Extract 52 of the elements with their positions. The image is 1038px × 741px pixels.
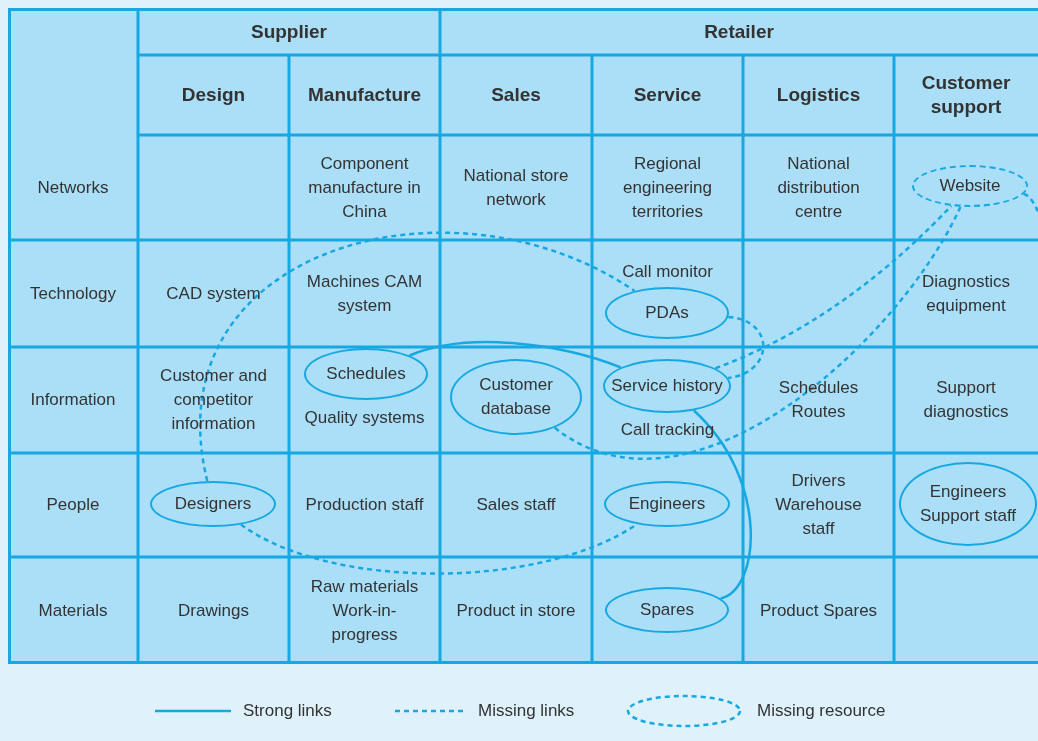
cell-text: Production staff bbox=[305, 494, 424, 516]
column-heading: Sales bbox=[491, 83, 541, 107]
resource-ellipse: Engineers Support staff bbox=[899, 462, 1037, 546]
cell-text: Raw materials Work-in-progress bbox=[309, 575, 420, 646]
dashed-link-line bbox=[554, 206, 962, 460]
cell-text: National distribution centre bbox=[776, 152, 861, 223]
cell-text: Customer and competitor information bbox=[159, 365, 268, 435]
row-heading: Materials bbox=[38, 599, 108, 622]
cell-text: Call tracking bbox=[620, 419, 715, 441]
resource-ellipse: PDAs bbox=[605, 287, 729, 339]
dashed-link-line bbox=[1023, 192, 1038, 213]
cell-text: Diagnostics equipment bbox=[921, 270, 1011, 317]
cell-text: Machines CAM system bbox=[305, 270, 424, 317]
column-heading: Design bbox=[181, 83, 246, 107]
column-heading: Supplier bbox=[251, 19, 327, 44]
resource-ellipse: Service history bbox=[603, 359, 731, 413]
column-heading: Manufacture bbox=[308, 83, 421, 107]
cell-text: Drawings bbox=[178, 599, 249, 622]
cell-text: Drivers Warehouse staff bbox=[774, 470, 863, 540]
row-heading: Networks bbox=[37, 176, 109, 199]
legend-text: Missing links bbox=[478, 700, 575, 722]
dashed-link-line bbox=[199, 231, 636, 482]
column-heading: Logistics bbox=[776, 83, 861, 107]
resource-ellipse: Spares bbox=[605, 587, 729, 633]
cell-text: Quality systems bbox=[304, 407, 425, 429]
link-line bbox=[409, 341, 622, 369]
resource-ellipse: Customer database bbox=[450, 359, 582, 435]
legend-text: Missing resource bbox=[757, 700, 886, 722]
row-heading: Information bbox=[30, 389, 116, 411]
column-heading: Retailer bbox=[704, 19, 774, 44]
resource-ellipse: Schedules bbox=[304, 348, 428, 400]
missing-resource-ellipse: Website bbox=[912, 165, 1028, 207]
cell-text: Component manufacture in China bbox=[307, 152, 422, 223]
cell-text: Product Spares bbox=[759, 599, 878, 622]
row-heading: People bbox=[46, 494, 100, 516]
column-heading: Customer support bbox=[920, 71, 1012, 119]
cell-text: CAD system bbox=[166, 282, 261, 305]
link-line bbox=[693, 409, 752, 600]
cell-text: Regional engineering territories bbox=[622, 152, 713, 223]
cell-text: Product in store bbox=[456, 599, 576, 622]
cell-text: Sales staff bbox=[476, 494, 556, 516]
column-heading: Service bbox=[633, 83, 702, 107]
resource-ellipse: Engineers bbox=[604, 481, 730, 527]
resource-ellipse: Designers bbox=[150, 481, 276, 527]
cell-text: National store network bbox=[462, 164, 570, 211]
cell-text: Support diagnostics bbox=[922, 377, 1010, 423]
dashed-link-line bbox=[714, 205, 953, 370]
legend-text: Strong links bbox=[243, 700, 332, 722]
row-heading: Technology bbox=[30, 282, 116, 305]
cell-text: Schedules Routes bbox=[777, 377, 860, 423]
cell-text: Call monitor bbox=[622, 261, 713, 283]
dashed-link-line bbox=[727, 315, 765, 380]
